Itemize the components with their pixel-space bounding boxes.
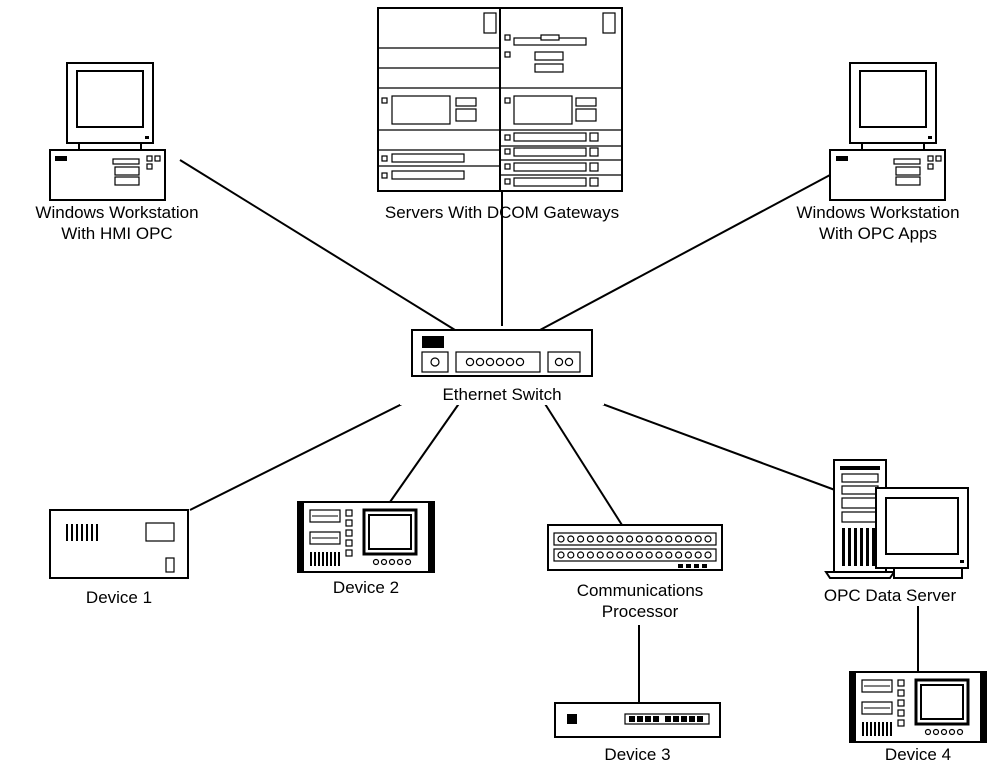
port-hole (616, 535, 624, 543)
port-hole (557, 535, 565, 543)
device4-label: Device 4 (884, 745, 952, 764)
ws-opc-label-line2: With OPC Apps (818, 224, 938, 243)
port-hole (596, 535, 604, 543)
link-switch-device2 (389, 394, 466, 503)
link-opcapps-switch (539, 174, 831, 331)
port-hole (576, 535, 585, 543)
port-hole (557, 551, 565, 559)
port-hole (606, 551, 614, 559)
port-hole (675, 535, 683, 543)
control-panel-icon (849, 671, 987, 743)
server-rack-icon (377, 7, 623, 192)
ws-hmi-label: Windows Workstation With HMI OPC (2, 202, 232, 244)
port-hole (567, 551, 575, 559)
link-switch-device1 (189, 389, 431, 511)
port-hole (655, 551, 663, 559)
ws-opc-label-line1: Windows Workstation (796, 203, 960, 222)
port-hole (694, 535, 702, 543)
port-hole (635, 535, 644, 543)
network-device-icon (554, 702, 721, 738)
port-hole (684, 551, 692, 559)
link-switch-opcserver (569, 391, 836, 491)
port-hole (645, 535, 653, 543)
port-hole (704, 535, 712, 543)
control-panel-icon (297, 501, 435, 573)
device1-label: Device 1 (85, 588, 153, 607)
link-hmi-switch (179, 159, 456, 331)
desktop-computer-icon (829, 62, 946, 201)
comm-label-line2: Processor (601, 602, 679, 621)
controller-box-icon (49, 509, 189, 579)
servers-label: Servers With DCOM Gateways (384, 203, 620, 222)
port-hole (635, 551, 644, 559)
comm-label-line1: Communications (576, 581, 704, 600)
tower-server-icon (824, 459, 969, 579)
desktop-computer-icon (49, 62, 166, 201)
switch-label: Ethernet Switch (400, 384, 604, 405)
device2-label: Device 2 (332, 578, 400, 597)
port-hole (576, 551, 585, 559)
port-hole (586, 551, 595, 559)
port-hole (675, 551, 683, 559)
connections (179, 159, 919, 704)
port-hole (586, 535, 595, 543)
ethernet-switch-icon (411, 329, 593, 377)
port-hole (567, 535, 575, 543)
port-hole (625, 551, 634, 559)
port-hole (665, 551, 673, 559)
port-hole (616, 551, 624, 559)
port-hole (665, 535, 673, 543)
link-switch-comm (539, 395, 623, 526)
device3-label: Device 3 (604, 745, 671, 764)
port-hole (596, 551, 604, 559)
ws-hmi-label-line2: With HMI OPC (61, 224, 173, 243)
port-hole (645, 551, 653, 559)
opc-server-label: OPC Data Server (800, 585, 980, 606)
port-hole (606, 535, 614, 543)
port-hole (704, 551, 712, 559)
comm-label: Communications Processor (540, 580, 740, 622)
patch-panel-icon (547, 524, 723, 571)
port-hole (694, 551, 702, 559)
port-hole (625, 535, 634, 543)
port-hole (655, 535, 663, 543)
ws-hmi-label-line1: Windows Workstation (35, 203, 199, 222)
ws-opc-label: Windows Workstation With OPC Apps (768, 202, 988, 244)
port-hole (684, 535, 692, 543)
